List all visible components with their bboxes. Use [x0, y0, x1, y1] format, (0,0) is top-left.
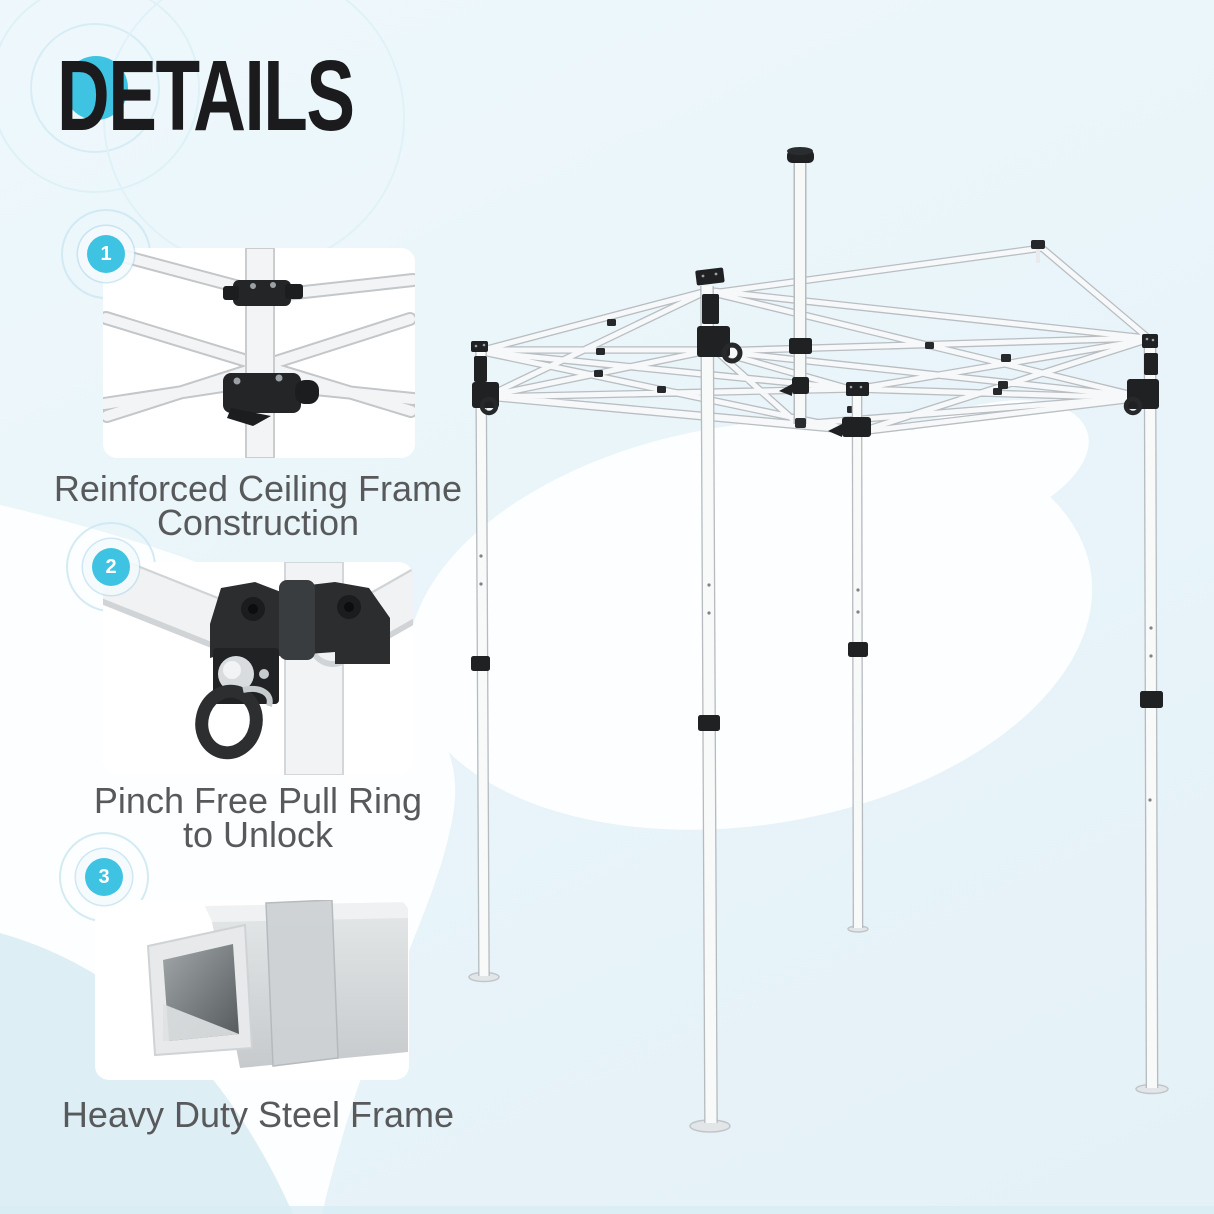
leg-back-left — [471, 350, 490, 977]
clamp-lever — [828, 424, 842, 437]
feature-3-caption: Heavy Duty Steel Frame — [30, 1094, 486, 1135]
ring-pin — [242, 686, 273, 707]
feature-2-photo-card — [103, 562, 413, 775]
feature-3-photo-card — [95, 900, 409, 1080]
leg-back-middle — [848, 394, 868, 929]
title-block: DETAILS — [57, 44, 463, 148]
truss-hinges — [594, 240, 1045, 413]
corner-front — [695, 267, 743, 364]
corner-back-left — [471, 341, 499, 416]
pull-ring — [195, 684, 263, 760]
center-post — [245, 248, 275, 458]
page-title: DETAILS — [57, 40, 355, 152]
pull-ring-icon — [1123, 396, 1143, 416]
square-steel-tube-photo — [146, 900, 408, 1068]
feature-2-badge: 2 — [92, 548, 130, 586]
leg-height-clip — [698, 715, 720, 731]
title-accent-dot — [64, 56, 128, 120]
feature-1-caption-line1: Reinforced Ceiling Frame — [53, 468, 463, 509]
lower-hub-connector — [223, 373, 319, 426]
pole-clip — [789, 338, 812, 354]
feature-1-caption: Reinforced Ceiling Frame Construction — [30, 468, 486, 543]
feature-2-caption: Pinch Free Pull Ring to Unlock — [30, 780, 486, 855]
pole-clamp — [792, 377, 809, 394]
feature-2-caption-line2: to Unlock — [182, 814, 334, 855]
corner-right — [1123, 334, 1159, 416]
feature-1-photo-card — [103, 248, 415, 458]
leg-right — [1140, 346, 1163, 1089]
leg-height-clip — [1140, 691, 1163, 708]
leg-height-clip — [471, 656, 490, 671]
corner-back-middle — [828, 382, 871, 437]
white-blob-upper-lobe — [861, 400, 1089, 536]
bottom-edge-band — [0, 1206, 1214, 1214]
foot-plates — [468, 925, 1169, 1133]
tube-inner-highlight — [163, 1004, 239, 1041]
pull-ring-icon — [479, 396, 499, 416]
tube-sleeve-joint — [265, 900, 339, 1067]
center-pole — [779, 147, 814, 428]
feature-2-caption-line1: Pinch Free Pull Ring — [93, 780, 423, 821]
feature-3-badge: 3 — [85, 858, 123, 896]
ceiling-frame-photo — [103, 248, 415, 458]
pull-ring-icon — [721, 342, 743, 364]
feature-1-caption-line2: Construction — [156, 502, 360, 543]
corner-bracket — [210, 580, 390, 664]
feature-3-caption-line1: Heavy Duty Steel Frame — [61, 1094, 455, 1135]
leg-front — [698, 285, 720, 1124]
roof-truss — [483, 240, 1146, 432]
upper-hub-connector — [223, 280, 303, 306]
leg-height-clip — [848, 642, 868, 657]
pull-ring-corner-bracket-photo — [103, 562, 413, 775]
feature-1-badge: 1 — [87, 235, 125, 273]
